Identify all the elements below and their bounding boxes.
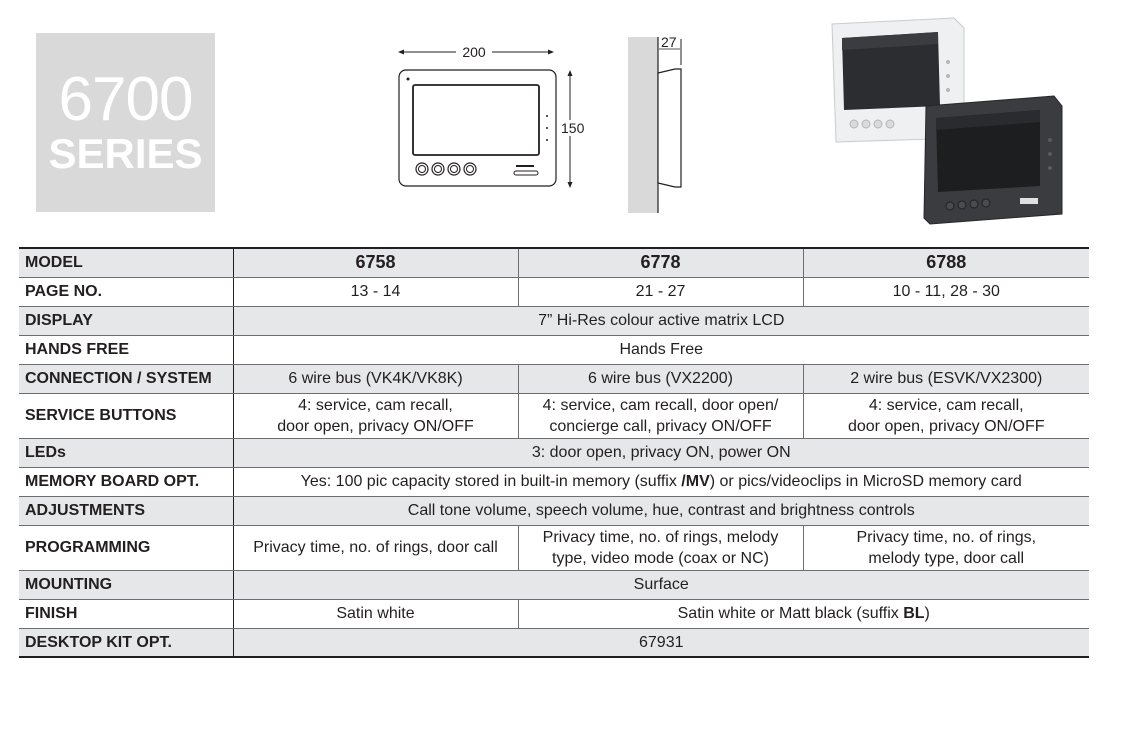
row-label: ADJUSTMENTS [19, 495, 234, 526]
table-row: CONNECTION / SYSTEM 6 wire bus (VK4K/VK8… [19, 363, 1089, 394]
cell-line: Privacy time, no. of rings, melody [542, 528, 779, 546]
cell-line: 4: service, cam recall, [298, 396, 453, 414]
front-view-drawing: 200 [398, 44, 573, 188]
table-row: DISPLAY 7” Hi-Res colour active matrix L… [19, 305, 1089, 336]
table-cell: 4: service, cam recall, door open, priva… [802, 392, 1089, 439]
cell-line: 4: service, cam recall, door open/ [542, 396, 779, 414]
table-row: PAGE NO. 13 - 14 21 - 27 10 - 11, 28 - 3… [19, 276, 1089, 307]
table-cell: 4: service, cam recall, door open/ conci… [517, 392, 804, 439]
table-cell: Satin white [232, 598, 519, 629]
table-cell: Yes: 100 pic capacity stored in built-in… [232, 466, 1089, 497]
cell-line: Privacy time, no. of rings, [856, 528, 1037, 546]
memory-text-post: ) or pics/videoclips in MicroSD memory c… [709, 473, 1022, 490]
row-label: MOUNTING [19, 569, 234, 600]
table-cell: 3: door open, privacy ON, power ON [232, 437, 1089, 468]
table-row: PROGRAMMING Privacy time, no. of rings, … [19, 524, 1089, 571]
cell-line: melody type, door call [868, 549, 1025, 567]
table-row: MODEL 6758 6778 6788 [19, 247, 1089, 278]
height-dimension: 150 [560, 120, 586, 136]
finish-text-post: ) [924, 605, 930, 622]
memory-text-pre: Yes: 100 pic capacity stored in built-in… [300, 473, 682, 490]
series-badge: 6700 SERIES [36, 33, 215, 212]
table-cell: 13 - 14 [232, 276, 519, 307]
model-6788: 6788 [802, 247, 1089, 278]
product-photo [831, 17, 1063, 225]
model-6758: 6758 [232, 247, 519, 278]
memory-suffix: /MV [681, 473, 710, 490]
cell-line: 4: service, cam recall, [868, 396, 1024, 414]
side-view-drawing [628, 37, 682, 213]
cell-line: concierge call, privacy ON/OFF [549, 417, 772, 435]
row-label: LEDs [19, 437, 234, 468]
table-cell: Hands Free [232, 334, 1089, 365]
table-row: FINISH Satin white Satin white or Matt b… [19, 598, 1089, 629]
table-row: MEMORY BOARD OPT. Yes: 100 pic capacity … [19, 466, 1089, 497]
row-label: FINISH [19, 598, 234, 629]
finish-suffix: BL [903, 605, 925, 622]
row-label: SERVICE BUTTONS [19, 392, 234, 439]
cell-line: type, video mode (coax or NC) [552, 549, 769, 567]
table-cell: 2 wire bus (ESVK/VX2300) [802, 363, 1089, 394]
row-label: PROGRAMMING [19, 524, 234, 571]
table-row: HANDS FREE Hands Free [19, 334, 1089, 365]
width-dimension: 200 [462, 44, 486, 60]
row-label: HANDS FREE [19, 334, 234, 365]
table-row: SERVICE BUTTONS 4: service, cam recall, … [19, 392, 1089, 439]
table-cell: 67931 [232, 627, 1089, 658]
table-cell: Privacy time, no. of rings, melody type,… [517, 524, 804, 571]
table-cell: 7” Hi-Res colour active matrix LCD [232, 305, 1089, 336]
table-cell: 4: service, cam recall, door open, priva… [232, 392, 519, 439]
table-cell: Satin white or Matt black (suffix BL) [517, 598, 1089, 629]
table-cell: 21 - 27 [517, 276, 804, 307]
table-cell: 6 wire bus (VX2200) [517, 363, 804, 394]
model-6778: 6778 [517, 247, 804, 278]
table-cell: Call tone volume, speech volume, hue, co… [232, 495, 1089, 526]
table-cell: Surface [232, 569, 1089, 600]
cell-line: door open, privacy ON/OFF [277, 417, 474, 435]
row-label: PAGE NO. [19, 276, 234, 307]
row-label: MODEL [19, 247, 234, 278]
table-cell: Privacy time, no. of rings, door call [232, 524, 519, 571]
table-row: DESKTOP KIT OPT. 67931 [19, 627, 1089, 658]
table-cell: Privacy time, no. of rings, melody type,… [802, 524, 1089, 571]
table-cell: 6 wire bus (VK4K/VK8K) [232, 363, 519, 394]
spec-table: MODEL 6758 6778 6788 PAGE NO. 13 - 14 21… [19, 247, 1089, 658]
row-label: DISPLAY [19, 305, 234, 336]
series-number: 6700 [58, 65, 194, 134]
row-label: CONNECTION / SYSTEM [19, 363, 234, 394]
depth-dimension: 27 [661, 34, 677, 50]
table-row: ADJUSTMENTS Call tone volume, speech vol… [19, 495, 1089, 526]
row-label: DESKTOP KIT OPT. [19, 627, 234, 658]
series-label: SERIES [48, 130, 203, 177]
row-label: MEMORY BOARD OPT. [19, 466, 234, 497]
cell-line: door open, privacy ON/OFF [847, 417, 1045, 435]
table-row: MOUNTING Surface [19, 569, 1089, 600]
cell-line: Privacy time, no. of rings, door call [253, 539, 498, 556]
finish-text-pre: Satin white or Matt black (suffix [677, 605, 904, 622]
table-cell: 10 - 11, 28 - 30 [802, 276, 1089, 307]
table-row: LEDs 3: door open, privacy ON, power ON [19, 437, 1089, 468]
